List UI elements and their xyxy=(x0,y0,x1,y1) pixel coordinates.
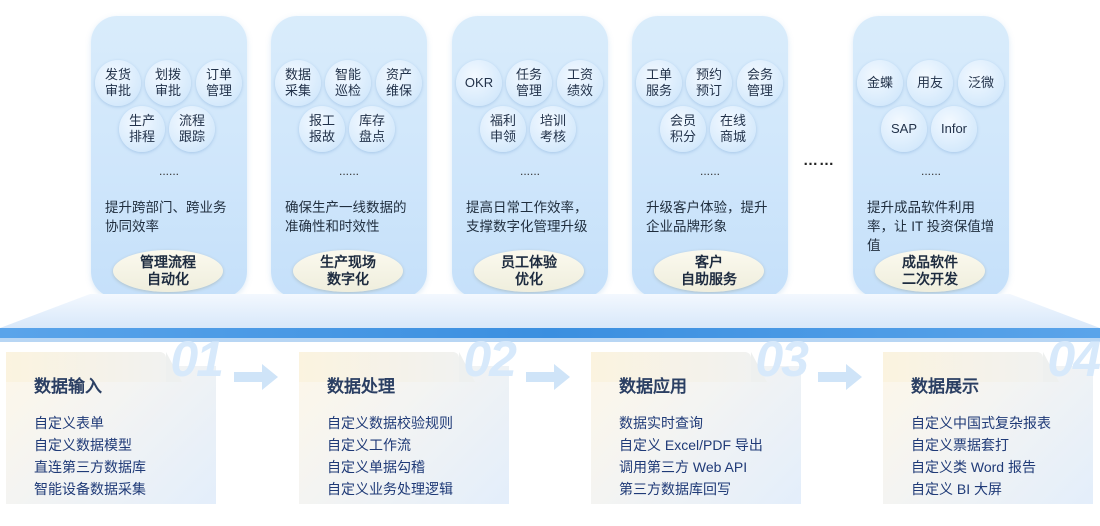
flow-arrow-icon xyxy=(526,364,570,390)
step-item: 调用第三方 Web API xyxy=(619,459,748,475)
step-number: 03 xyxy=(755,331,809,387)
card-description: 提升成品软件利用率，让 IT 投资保值增值 xyxy=(867,200,995,253)
feature-bubble: 生产 排程 xyxy=(119,106,165,152)
card-category-label: 管理流程 自动化 xyxy=(113,250,223,292)
step-item: 数据实时查询 xyxy=(619,415,703,431)
step-item: 自定义数据校验规则 xyxy=(327,415,453,431)
more-scenarios-ellipsis: …… xyxy=(803,152,835,169)
step-panel xyxy=(591,366,801,504)
flow-arrow-icon xyxy=(234,364,278,390)
step-number: 01 xyxy=(170,331,224,387)
process-step: 03 数据应用数据实时查询自定义 Excel/PDF 导出调用第三方 Web AP… xyxy=(591,334,809,504)
step-item: 直连第三方数据库 xyxy=(34,459,146,475)
process-step: 02 数据处理自定义数据校验规则自定义工作流自定义单据勾稽自定义业务处理逻辑 xyxy=(299,334,517,504)
step-item: 自定义单据勾稽 xyxy=(327,459,425,475)
feature-bubble: 工资 绩效 xyxy=(557,60,603,106)
flow-arrow-icon xyxy=(818,364,862,390)
step-item: 自定义类 Word 报告 xyxy=(911,459,1036,475)
step-tab xyxy=(591,352,767,382)
feature-bubble: 报工 报故 xyxy=(299,106,345,152)
scenario-card: 数据 采集智能 巡检资产 维保报工 报故库存 盘点...... 确保生产一线数据的… xyxy=(271,16,427,298)
step-item: 自定义表单 xyxy=(34,415,104,431)
step-item: 第三方数据库回写 xyxy=(619,481,731,497)
step-title: 数据应用 xyxy=(619,377,687,396)
card-category-label: 成品软件 二次开发 xyxy=(875,250,985,292)
step-item-list: 自定义数据校验规则自定义工作流自定义单据勾稽自定义业务处理逻辑 xyxy=(327,412,453,500)
process-step: 04 数据展示自定义中国式复杂报表自定义票据套打自定义类 Word 报告自定义 B… xyxy=(883,334,1100,504)
step-tab xyxy=(299,352,475,382)
step-number: 02 xyxy=(463,331,517,387)
card-category-label: 生产现场 数字化 xyxy=(293,250,403,292)
step-panel xyxy=(299,366,509,504)
step-item-list: 自定义表单自定义数据模型直连第三方数据库智能设备数据采集 xyxy=(34,412,146,500)
feature-bubble: 库存 盘点 xyxy=(349,106,395,152)
step-item: 自定义中国式复杂报表 xyxy=(911,415,1051,431)
feature-bubble: 发货 审批 xyxy=(95,60,141,106)
feature-bubble: 金蝶 xyxy=(857,60,903,106)
card-category-label: 员工体验 优化 xyxy=(474,250,584,292)
step-item: 自定义工作流 xyxy=(327,437,411,453)
step-panel xyxy=(883,366,1093,504)
more-items-dots: ...... xyxy=(920,164,941,178)
scenario-card: 工单 服务预约 预订会务 管理会员 积分在线 商城...... 升级客户体验，提升… xyxy=(632,16,788,298)
platform-base xyxy=(0,294,1100,342)
step-tab xyxy=(6,352,182,382)
step-item: 自定义 BI 大屏 xyxy=(911,481,1003,497)
feature-bubble: 资产 维保 xyxy=(376,60,422,106)
feature-bubble: 智能 巡检 xyxy=(325,60,371,106)
process-step: 01 数据输入自定义表单自定义数据模型直连第三方数据库智能设备数据采集 xyxy=(6,334,224,504)
card-description: 提高日常工作效率，支撑数字化管理升级 xyxy=(466,200,588,234)
card-description: 提升跨部门、跨业务协同效率 xyxy=(105,200,227,234)
step-item-list: 数据实时查询自定义 Excel/PDF 导出调用第三方 Web API 第三方数据… xyxy=(619,412,763,500)
feature-bubble: 流程 跟踪 xyxy=(169,106,215,152)
more-items-dots: ...... xyxy=(519,164,540,178)
step-item: 智能设备数据采集 xyxy=(34,481,146,497)
feature-bubble: 订单 管理 xyxy=(196,60,242,106)
step-title: 数据处理 xyxy=(327,377,395,396)
step-item: 自定义业务处理逻辑 xyxy=(327,481,453,497)
card-description: 确保生产一线数据的准确性和时效性 xyxy=(285,200,407,234)
more-items-dots: ...... xyxy=(699,164,720,178)
feature-bubble: 培训 考核 xyxy=(530,106,576,152)
feature-bubble: 用友 xyxy=(907,60,953,106)
step-tab xyxy=(883,352,1059,382)
feature-bubble: SAP xyxy=(881,106,927,152)
step-title: 数据输入 xyxy=(34,377,102,396)
card-description: 升级客户体验，提升企业品牌形象 xyxy=(646,200,768,234)
feature-bubble: 会务 管理 xyxy=(737,60,783,106)
feature-bubble: OKR xyxy=(456,60,502,106)
feature-bubble: Infor xyxy=(931,106,977,152)
step-item: 自定义 Excel/PDF 导出 xyxy=(619,437,763,453)
feature-bubble: 泛微 xyxy=(958,60,1004,106)
scenario-card: 发货 审批划拨 审批订单 管理生产 排程流程 跟踪...... 提升跨部门、跨业务… xyxy=(91,16,247,298)
feature-bubble: 数据 采集 xyxy=(275,60,321,106)
more-items-dots: ...... xyxy=(338,164,359,178)
step-number: 04 xyxy=(1047,331,1100,387)
feature-bubble: 会员 积分 xyxy=(660,106,706,152)
feature-bubble: 预约 预订 xyxy=(686,60,732,106)
feature-bubble: 任务 管理 xyxy=(506,60,552,106)
step-panel xyxy=(6,366,216,504)
feature-bubble: 福利 申领 xyxy=(480,106,526,152)
feature-bubble: 工单 服务 xyxy=(636,60,682,106)
card-category-label: 客户 自助服务 xyxy=(654,250,764,292)
step-item: 自定义票据套打 xyxy=(911,437,1009,453)
step-title: 数据展示 xyxy=(911,377,979,396)
more-items-dots: ...... xyxy=(158,164,179,178)
step-item-list: 自定义中国式复杂报表自定义票据套打自定义类 Word 报告自定义 BI 大屏 xyxy=(911,412,1051,500)
feature-bubble: 在线 商城 xyxy=(710,106,756,152)
step-item: 自定义数据模型 xyxy=(34,437,132,453)
feature-bubble: 划拨 审批 xyxy=(145,60,191,106)
